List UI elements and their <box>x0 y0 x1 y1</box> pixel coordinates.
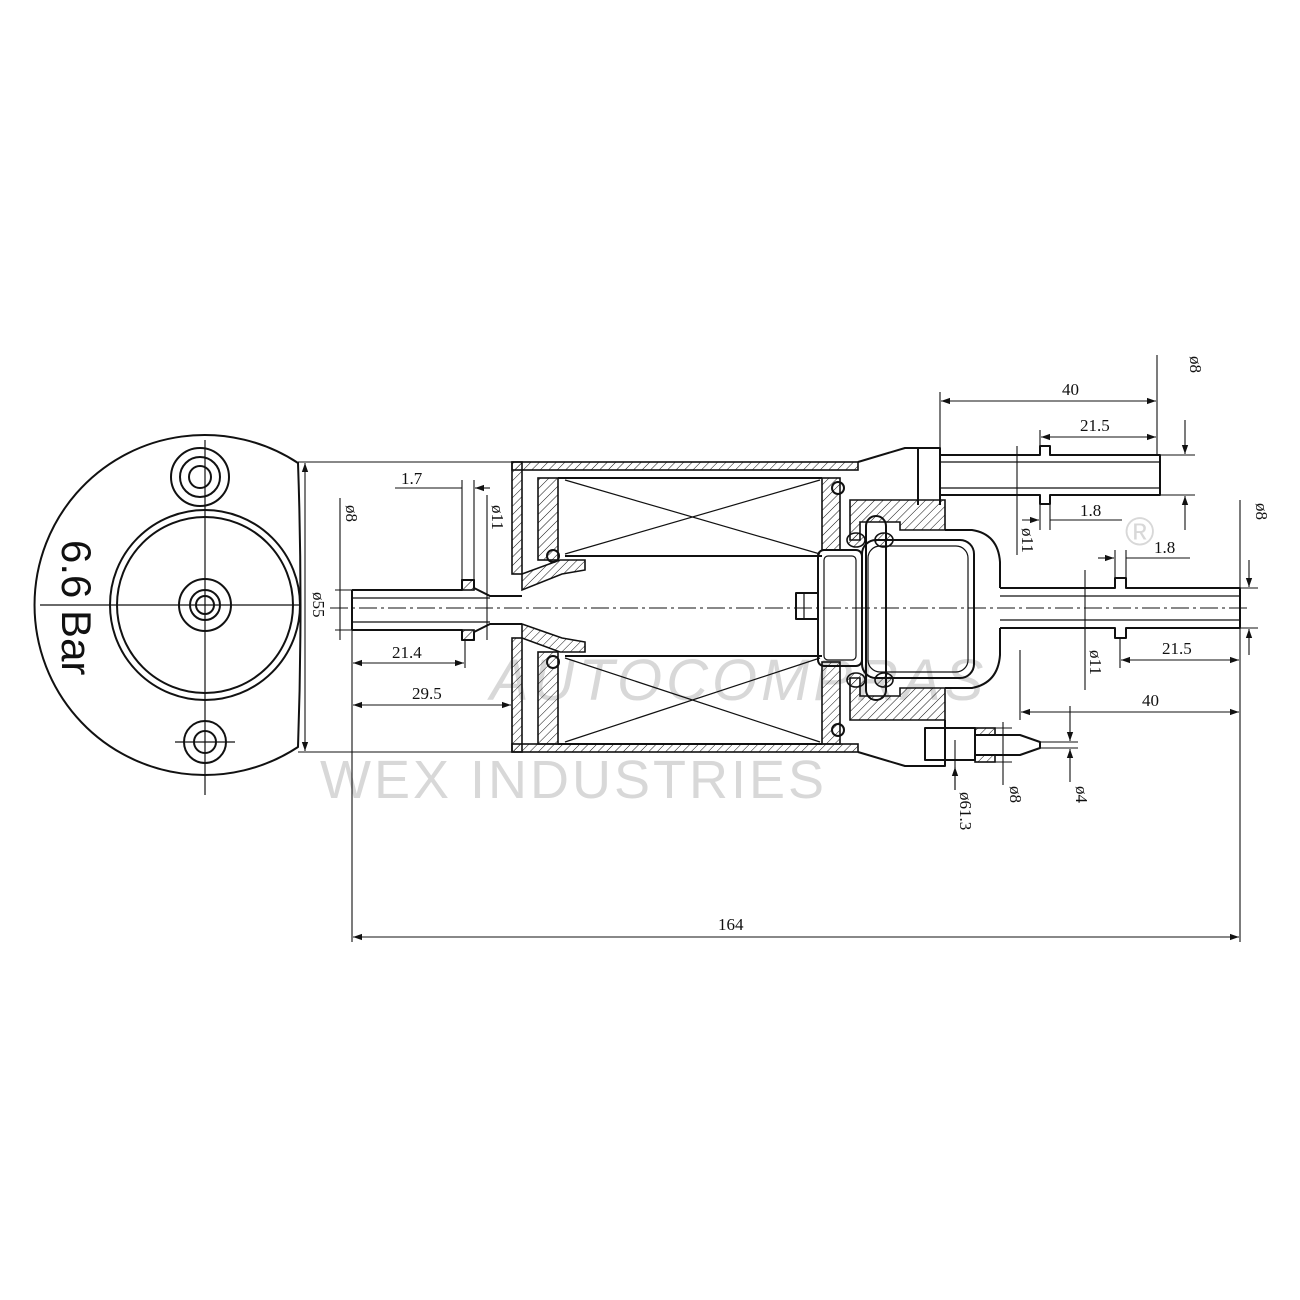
element-left-endplate-top <box>537 477 559 561</box>
dim-outlet-diameter: ø8 <box>1252 503 1271 520</box>
dimensions: ø55 ø8 ø11 1.7 21.4 29.5 164 ø61.3 <box>298 355 1271 942</box>
end-cap-inner-ring <box>116 516 294 694</box>
seal-ring-bottom <box>546 655 560 669</box>
element-pleat-bottom-b <box>564 657 821 743</box>
watermark: AUTOCOMPRAS WEX INDUSTRIES ® <box>320 510 1154 810</box>
dim-top-tube-barb-offset: 21.5 <box>1080 416 1110 435</box>
dim-overall-length: 164 <box>718 915 744 934</box>
pressure-regulator <box>795 499 1001 721</box>
dim-inlet-length: 29.5 <box>412 684 442 703</box>
watermark-mark: ® <box>1125 510 1154 554</box>
element-right-endplate-top <box>821 477 841 551</box>
o-ring-bottom-right <box>874 672 894 688</box>
o-ring-top-right <box>874 532 894 548</box>
dim-outlet-barb-offset: 21.5 <box>1162 639 1192 658</box>
dim-top-tube-length: 40 <box>1062 380 1079 399</box>
valve-stem <box>795 592 819 620</box>
dim-return-nozzle-outer: ø8 <box>1006 786 1025 803</box>
regulator-cavity <box>945 529 1001 689</box>
dim-outlet-flange-diameter: ø61.3 <box>956 792 975 830</box>
dim-top-tube-barb-width: 1.8 <box>1080 501 1101 520</box>
watermark-line2: WEX INDUSTRIES <box>320 750 827 810</box>
dim-inlet-diameter: ø8 <box>342 505 361 522</box>
dim-outlet-barb-width: 1.8 <box>1154 538 1175 557</box>
housing-left-wall-bottom <box>511 637 523 753</box>
pressure-label: 6.6 Bar <box>53 540 100 675</box>
top-port-inner <box>188 465 212 489</box>
housing-left-wall-top <box>511 461 523 575</box>
dim-body-diameter: ø55 <box>309 592 328 618</box>
center-port-inner <box>195 595 215 615</box>
seal-ring-top <box>546 549 560 563</box>
dim-return-nozzle-inner: ø4 <box>1072 786 1091 804</box>
top-port-outer <box>170 447 230 507</box>
top-tube <box>940 445 1161 505</box>
o-ring-top-left <box>846 532 866 548</box>
inlet-tube <box>351 579 512 641</box>
o-ring-bottom-left <box>846 672 866 688</box>
housing-top-wall <box>511 461 859 471</box>
element-pleat-top-b <box>564 479 821 555</box>
end-view-outline <box>33 434 302 776</box>
dim-top-tube-collar-diameter: ø11 <box>1018 528 1037 553</box>
dim-outlet-collar-diameter: ø11 <box>1086 650 1105 675</box>
filter-element <box>537 477 845 745</box>
top-port-mid <box>179 456 221 498</box>
seal-ring-right-top <box>831 481 845 495</box>
dim-outlet-length: 40 <box>1142 691 1159 710</box>
seal-ring-right-bottom <box>831 723 845 737</box>
section-view <box>330 445 1250 767</box>
regulator-top-block <box>849 499 946 541</box>
dim-top-tube-diameter: ø8 <box>1186 356 1205 373</box>
dim-inlet-barb-width: 1.7 <box>401 469 423 488</box>
end-view: 6.6 Bar <box>33 434 302 795</box>
center-port-mid <box>189 589 221 621</box>
end-cap-outer-ring <box>109 509 301 701</box>
inlet-funnel-top <box>521 559 586 592</box>
element-right-endplate-bottom <box>821 661 841 745</box>
return-nozzle <box>924 727 1041 763</box>
dim-inlet-barb-offset: 21.4 <box>392 643 422 662</box>
housing-bottom-wall <box>511 743 859 753</box>
element-left-endplate-bottom <box>537 651 559 745</box>
dim-inlet-collar-diameter: ø11 <box>488 505 507 530</box>
center-port-outer <box>178 578 232 632</box>
